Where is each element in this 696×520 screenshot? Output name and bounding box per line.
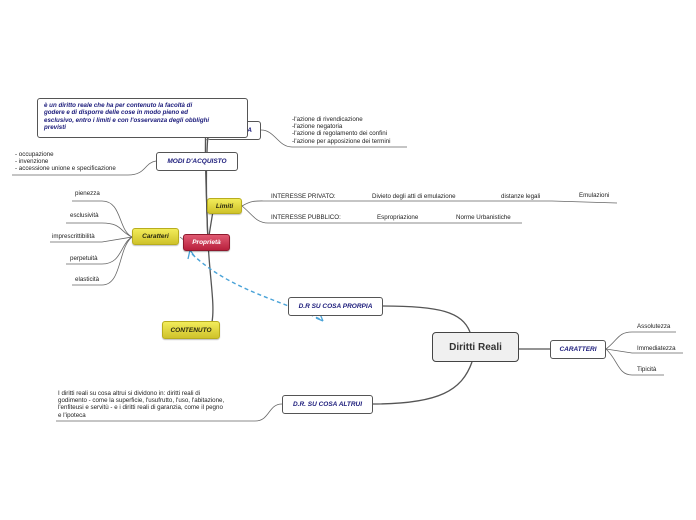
caratteri-item: pienezza xyxy=(75,190,100,197)
note-line: godere e di disporre delle cose in modo … xyxy=(44,109,189,117)
connector xyxy=(372,361,473,405)
altrui-note-line: e l'ipoteca xyxy=(58,411,86,419)
note-line: previsti xyxy=(44,124,67,132)
node-contenuto[interactable]: CONTENUTO xyxy=(162,321,220,339)
connector xyxy=(12,160,157,176)
root-node-diritti-reali[interactable]: Diritti Reali xyxy=(432,332,519,362)
altrui-note-line: godimento - come la superficie, l'usufru… xyxy=(58,397,225,405)
altrui-note-line: I diritti reali su cosa altrui si divido… xyxy=(58,390,201,397)
caratteri-item: imprescrittibilità xyxy=(52,233,95,240)
node-proprieta[interactable]: Proprietà xyxy=(183,234,230,251)
caratteri-root-item: Assolutezza xyxy=(637,323,671,330)
modi-item: - invenzione xyxy=(15,158,49,166)
note-line: esclusivo, entro i limiti e con l'osserv… xyxy=(44,116,210,124)
limiti-privato-sub2: distanze legali xyxy=(501,193,541,200)
modi-item: - occupazione xyxy=(15,151,54,158)
limiti-interesse-privato: INTERESSE PRIVATO: xyxy=(271,193,336,200)
node-caratteri-root[interactable]: CARATTERI xyxy=(550,340,606,359)
connector xyxy=(66,222,133,238)
connector xyxy=(241,205,522,224)
connector xyxy=(72,200,133,238)
tutela-item: -l'azione di rivendicazione xyxy=(292,116,363,123)
connector xyxy=(50,236,133,243)
caratteri-item: perpetuità xyxy=(70,255,98,262)
modi-acquisto-items: - occupazione - invenzione - accessione … xyxy=(15,151,116,173)
node-dr-cosa-propria[interactable]: D.R SU COSA PRORPIA xyxy=(288,297,383,316)
tutela-item: -l'azione per apposizione dei termini xyxy=(292,137,391,145)
connector xyxy=(72,236,133,286)
caratteri-item: esclusività xyxy=(70,212,99,219)
connector xyxy=(56,403,283,422)
limiti-pubblico-sub2: Norme Urbanistiche xyxy=(456,214,511,221)
caratteri-root-item: Tipicità xyxy=(637,366,657,373)
connector xyxy=(605,331,676,350)
connector xyxy=(241,200,618,207)
note-line: è un diritto reale che ha per contenuto … xyxy=(44,102,193,109)
node-limiti[interactable]: Limiti xyxy=(207,198,242,214)
connector xyxy=(260,129,407,148)
definition-note: è un diritto reale che ha per contenuto … xyxy=(37,98,248,138)
connector xyxy=(66,236,133,265)
connector xyxy=(605,348,664,376)
caratteri-root-item: Immediatezza xyxy=(637,345,676,352)
connector xyxy=(207,241,214,323)
limiti-privato-sub3: Emulazioni xyxy=(579,192,610,199)
modi-item: - accessione unione e specificazione xyxy=(15,165,116,173)
connector xyxy=(605,348,683,354)
tutela-item: -l'azione di regolamento dei confini xyxy=(292,130,388,138)
caratteri-item: elasticità xyxy=(75,276,100,283)
relationship-arrow xyxy=(191,253,323,321)
tutela-items: -l'azione di rivendicazione -l'azione ne… xyxy=(292,116,391,145)
altrui-note-line: l'enfiteusi e servitù - e i diritti real… xyxy=(58,404,223,412)
node-dr-cosa-altrui[interactable]: D.R. SU COSA ALTRUI xyxy=(282,395,373,414)
tutela-item: -l'azione negatoria xyxy=(292,123,343,131)
altrui-note: I diritti reali su cosa altrui si divido… xyxy=(58,390,224,419)
limiti-interesse-pubblico: INTERESSE PUBBLICO: xyxy=(271,214,341,221)
arrow-head-icon xyxy=(187,249,196,260)
connector xyxy=(382,305,471,333)
node-modi-acquisto[interactable]: MODI D'ACQUISTO xyxy=(156,152,238,171)
limiti-privato-sub: Divieto degli atti di emulazione xyxy=(372,193,456,200)
limiti-pubblico-sub: Espropriazione xyxy=(377,214,419,221)
node-caratteri[interactable]: Caratteri xyxy=(132,228,179,245)
